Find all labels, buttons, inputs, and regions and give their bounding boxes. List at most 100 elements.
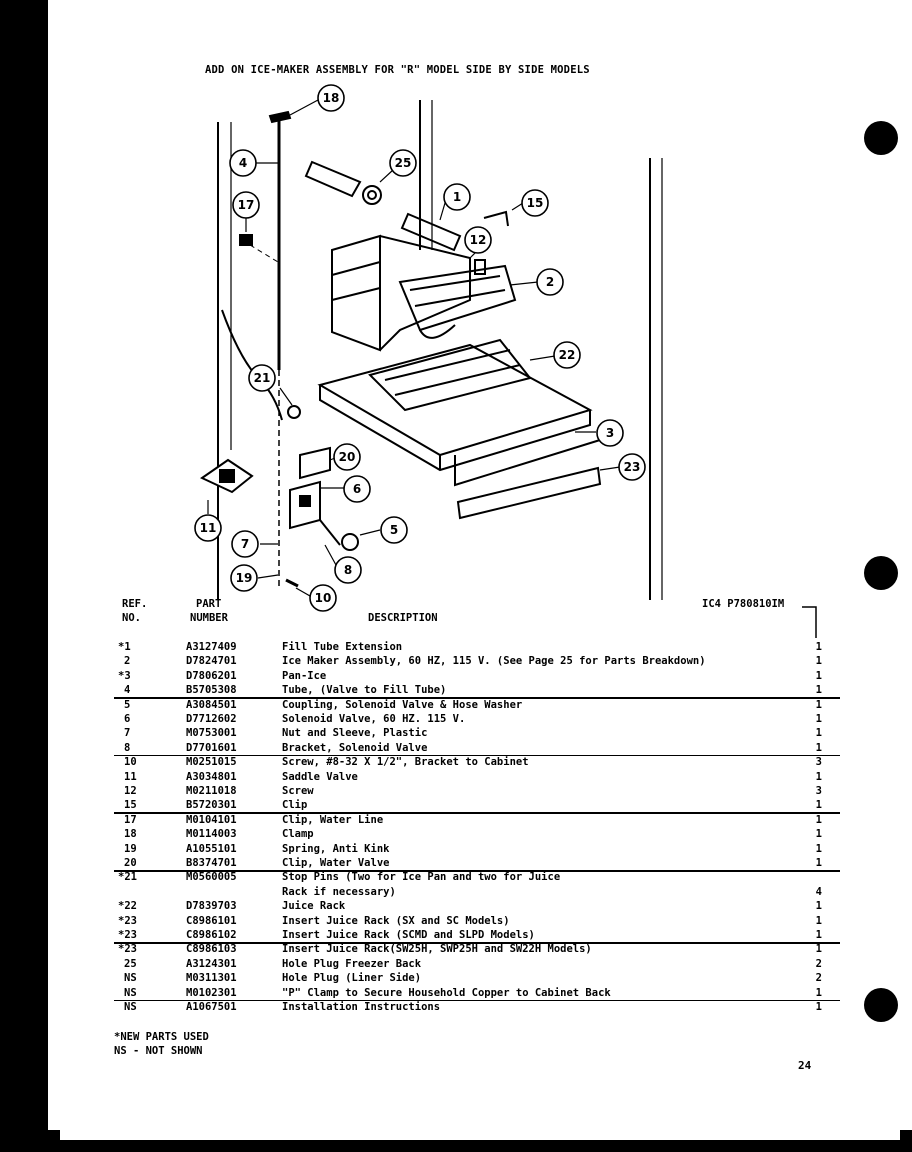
exploded-parts-diagram: 18 4 25 1 15 17 12 2 22 21 3 20 23 6 11 … <box>194 84 663 612</box>
row-description: Rack if necessary) <box>282 885 396 898</box>
row-description: Clamp <box>282 828 314 841</box>
row-description: Juice Rack <box>282 900 346 913</box>
row-ref-no: 19 <box>124 842 137 855</box>
row-description: "P" Clamp to Secure Household Copper to … <box>282 986 611 999</box>
row-part-number: M0753001 <box>186 727 237 740</box>
row-quantity: 1 <box>815 655 822 668</box>
row-description: Nut and Sleeve, Plastic <box>282 727 428 740</box>
callout-5 <box>380 516 408 544</box>
callout-19 <box>230 564 258 592</box>
row-quantity: 1 <box>815 828 822 841</box>
row-part-number: D7839703 <box>186 900 237 913</box>
row-quantity: 1 <box>815 669 822 682</box>
row-description: Saddle Valve <box>282 770 358 783</box>
svg-text:15: 15 <box>527 196 544 210</box>
row-ref-no: 17 <box>124 813 137 826</box>
row-quantity: 2 <box>815 972 822 985</box>
row-quantity: 1 <box>815 770 822 783</box>
row-quantity: 1 <box>815 727 822 740</box>
svg-text:11: 11 <box>200 521 217 535</box>
callout-11 <box>194 514 222 542</box>
row-description: Clip, Water Line <box>282 813 384 826</box>
group-divider <box>114 812 840 814</box>
row-part-number: M0104101 <box>186 813 237 826</box>
svg-text:21: 21 <box>254 371 271 385</box>
callout-20 <box>333 443 361 471</box>
group-divider <box>114 999 840 1002</box>
row-part-number: A1067501 <box>186 1001 237 1013</box>
row-ref-no: *23 <box>118 943 137 956</box>
callout-10 <box>309 584 337 612</box>
svg-text:5: 5 <box>390 523 398 537</box>
header-part-number: NUMBER <box>190 612 228 624</box>
row-description: Installation Instructions <box>282 1001 441 1013</box>
row-part-number: D7824701 <box>186 655 237 668</box>
row-ref-no: *3 <box>118 669 131 682</box>
row-quantity: 3 <box>815 785 822 797</box>
row-ref-no: *22 <box>118 900 137 913</box>
row-ref-no: 12 <box>124 785 137 797</box>
row-part-number: A3124301 <box>186 957 237 970</box>
row-quantity: 1 <box>815 857 822 869</box>
callout-4 <box>229 149 257 177</box>
row-ref-no: 8 <box>124 741 131 754</box>
svg-text:12: 12 <box>470 233 487 247</box>
row-ref-no: 15 <box>124 799 137 812</box>
row-part-number: A3084501 <box>186 698 237 711</box>
row-ref-no: 2 <box>124 655 131 668</box>
row-quantity: 2 <box>815 957 822 970</box>
row-description: Screw, #8-32 X 1/2", Bracket to Cabinet <box>282 756 529 769</box>
row-quantity: 1 <box>815 799 822 812</box>
row-quantity: 1 <box>815 1001 822 1013</box>
row-part-number: A3034801 <box>186 770 237 783</box>
callout-18 <box>317 84 345 112</box>
row-part-number: M0211018 <box>186 785 237 797</box>
row-description: Solenoid Valve, 60 HZ. 115 V. <box>282 713 466 725</box>
row-part-number: B8374701 <box>186 857 237 869</box>
row-description: Stop Pins (Two for Ice Pan and two for J… <box>282 871 561 884</box>
row-part-number: B5720301 <box>186 799 237 812</box>
punch-hole <box>864 121 898 155</box>
callout-25 <box>389 149 417 177</box>
row-description: Insert Juice Rack (SCMD and SLPD Models) <box>282 929 535 941</box>
footnote-new-parts: *NEW PARTS USED <box>114 1031 209 1043</box>
svg-text:22: 22 <box>559 348 576 362</box>
row-ref-no: *21 <box>118 871 137 884</box>
svg-text:3: 3 <box>606 426 614 440</box>
svg-text:25: 25 <box>395 156 412 170</box>
document-page <box>48 0 912 1130</box>
callout-17 <box>232 191 260 219</box>
row-ref-no: NS <box>124 972 137 985</box>
row-description: Fill Tube Extension <box>282 641 403 653</box>
doc-code: IC4 P780810IM <box>702 598 785 610</box>
row-ref-no: 5 <box>124 698 131 711</box>
row-description: Pan-Ice <box>282 669 327 682</box>
row-ref-no: 20 <box>124 857 137 869</box>
group-divider <box>114 870 840 872</box>
row-part-number: D7712602 <box>186 713 237 725</box>
row-part-number: D7701601 <box>186 741 237 754</box>
svg-text:6: 6 <box>353 482 361 496</box>
row-quantity: 1 <box>815 813 822 826</box>
row-description: Insert Juice Rack(SW25H, SWP25H and SW22… <box>282 943 592 956</box>
callout-8 <box>334 556 362 584</box>
row-ref-no: 11 <box>124 770 137 783</box>
row-quantity: 1 <box>815 842 822 855</box>
row-description: Coupling, Solenoid Valve & Hose Washer <box>282 698 523 711</box>
row-part-number: C8986102 <box>186 929 237 941</box>
svg-text:4: 4 <box>239 156 247 170</box>
svg-text:20: 20 <box>339 450 356 464</box>
row-quantity: 1 <box>815 698 822 711</box>
row-part-number: C8986101 <box>186 914 237 927</box>
svg-text:23: 23 <box>624 460 641 474</box>
row-quantity: 3 <box>815 756 822 769</box>
callout-1 <box>443 183 471 211</box>
row-description: Clip <box>282 799 308 812</box>
row-quantity: 1 <box>815 741 822 754</box>
svg-text:17: 17 <box>238 198 255 212</box>
row-quantity: 1 <box>815 914 822 927</box>
row-quantity: 1 <box>815 900 822 913</box>
callout-15 <box>521 189 549 217</box>
row-ref-no: NS <box>124 986 137 999</box>
row-description: Insert Juice Rack (SX and SC Models) <box>282 914 510 927</box>
